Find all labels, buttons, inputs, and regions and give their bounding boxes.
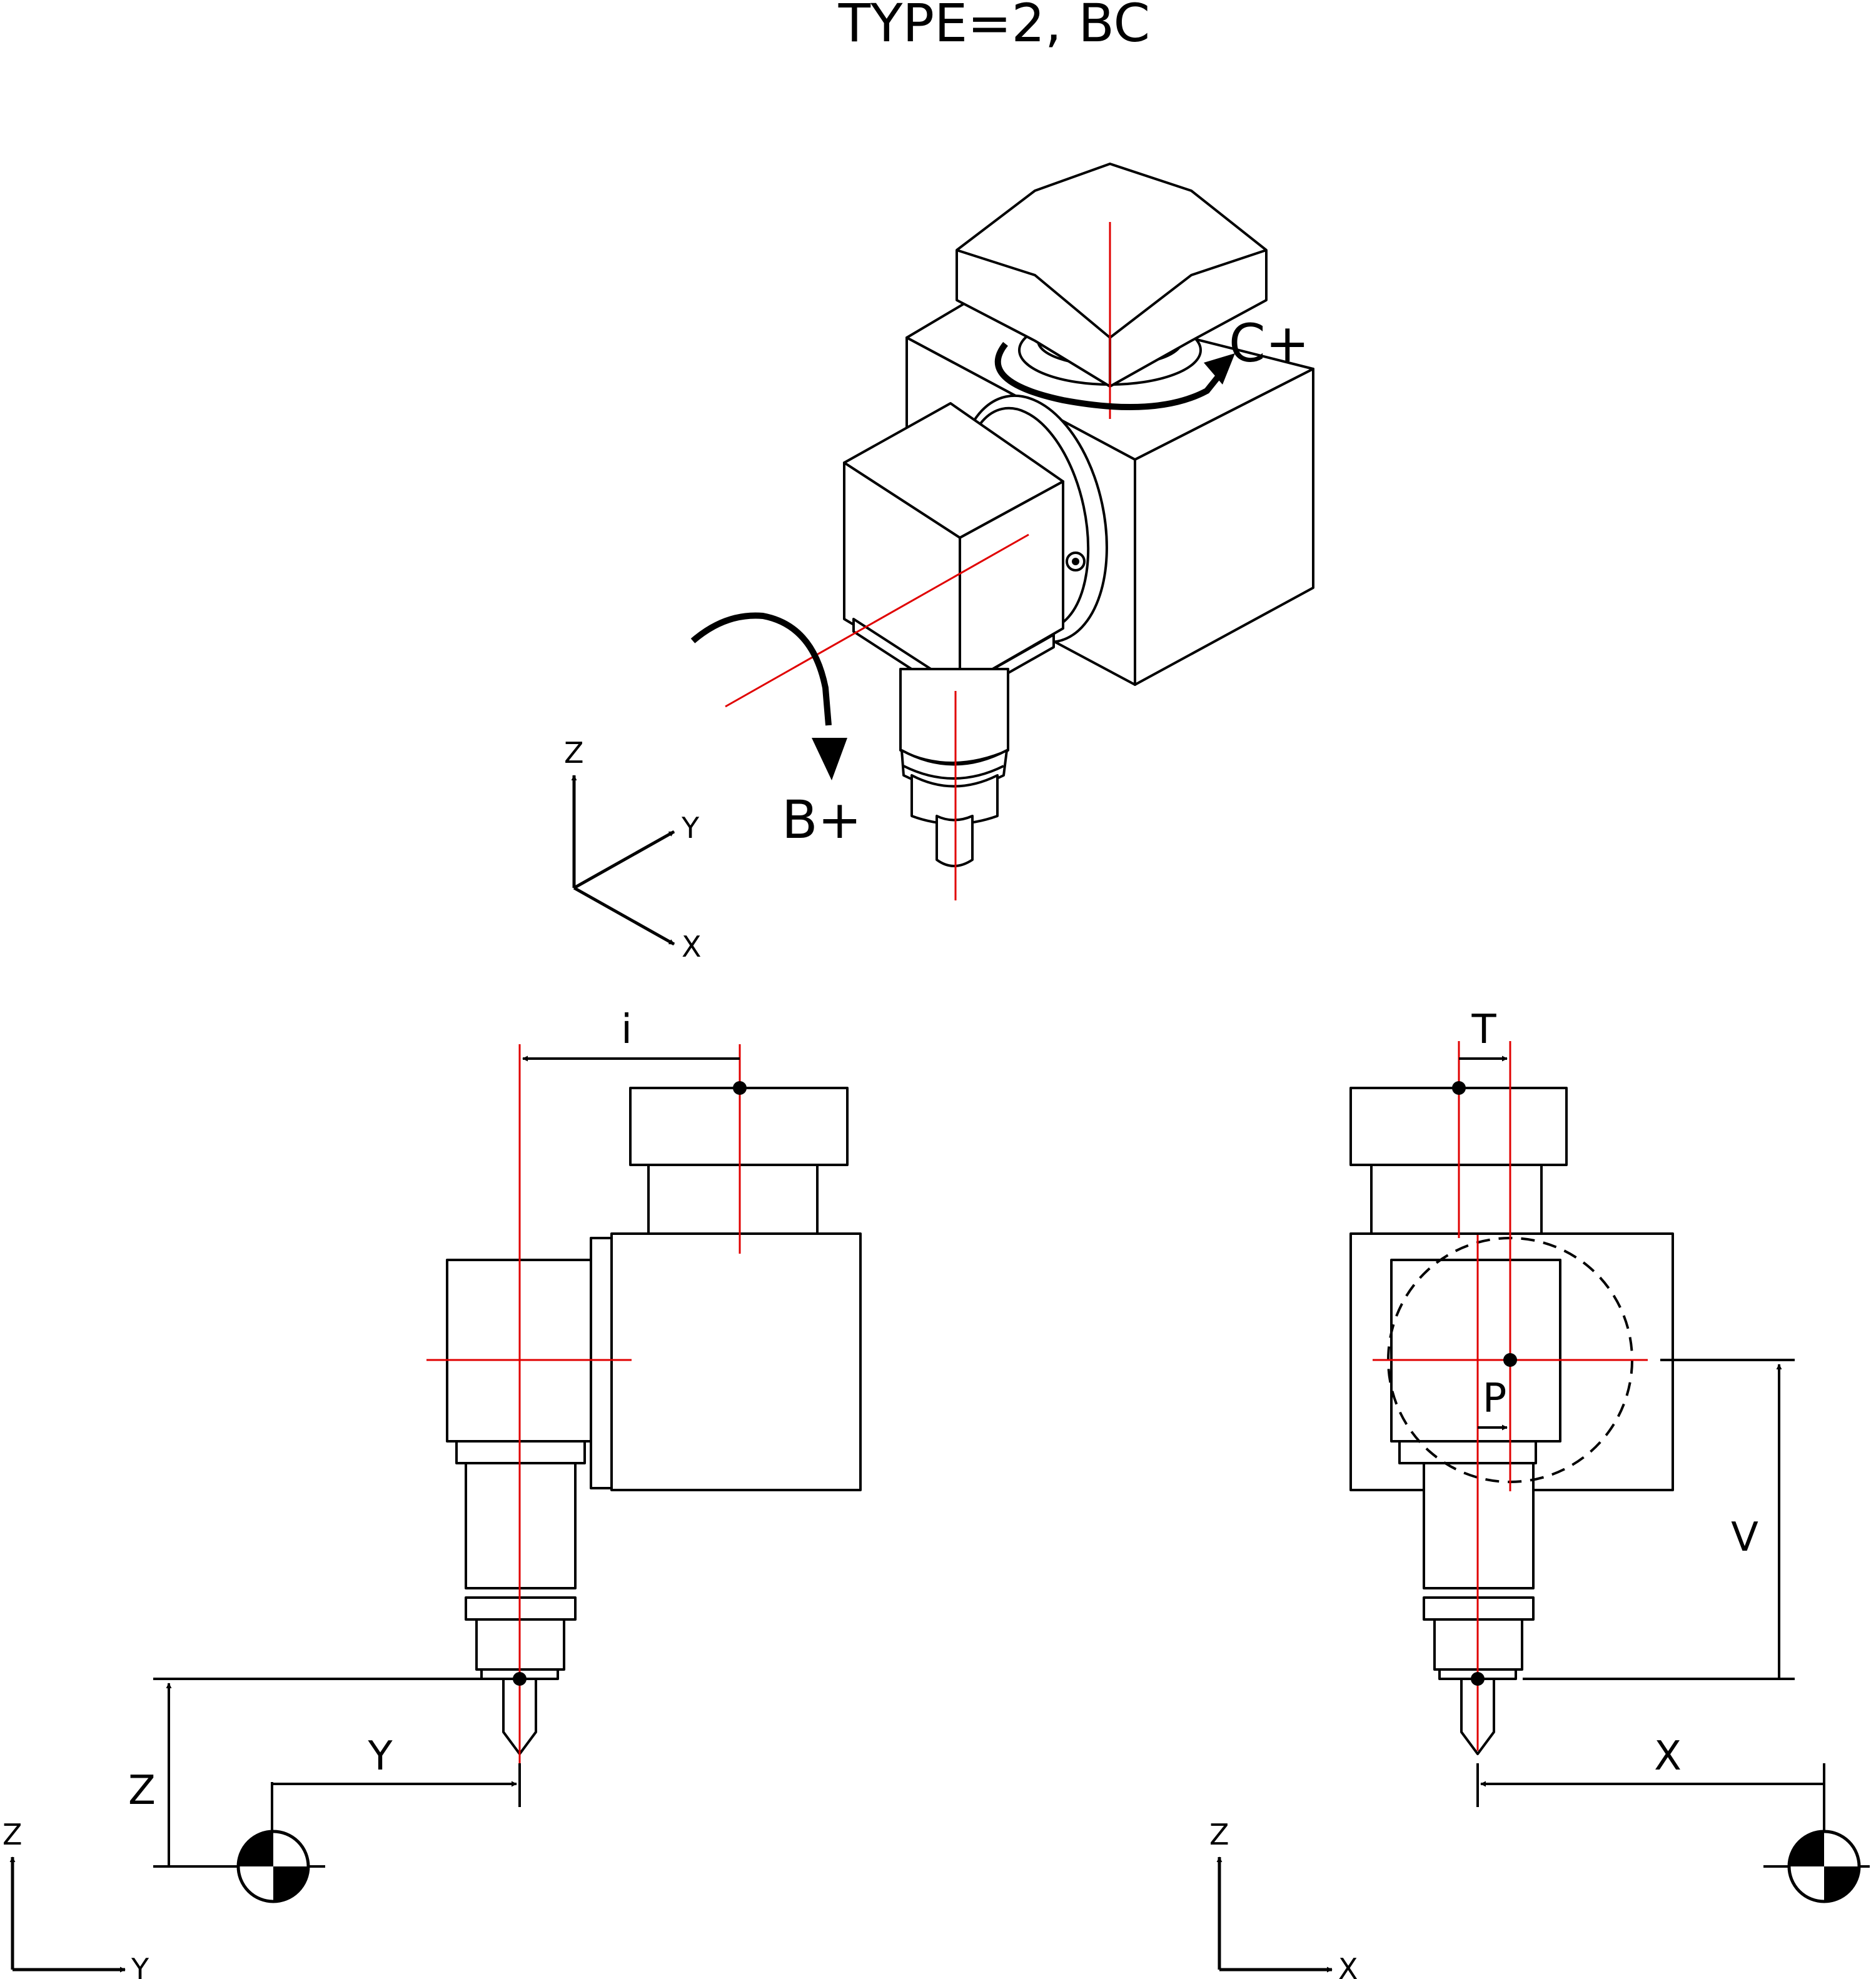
iso-x-label: X [682, 930, 702, 964]
front-datum-symbol [1763, 1830, 1870, 1903]
iso-y-label: Y [681, 811, 700, 845]
c-plus-label: C+ [1229, 313, 1309, 374]
c-arrowhead [1204, 353, 1235, 385]
b-rotation-arrow [690, 612, 832, 726]
z-dimension-label: Z [128, 1768, 156, 1814]
side-axis-y-label: Y [131, 1952, 149, 1979]
x-dimension-label: X [1654, 1733, 1682, 1780]
spindle-nose [899, 668, 1009, 867]
side-datum-symbol [153, 1830, 325, 1903]
side-tool-point [513, 1672, 527, 1686]
b-arrowhead [812, 738, 847, 780]
v-dimension-label: V [1731, 1514, 1758, 1561]
isometric-view: C+ B+ [564, 163, 1314, 964]
b-plus-label: B+ [782, 789, 862, 850]
tool-head-box [843, 402, 1064, 702]
front-tool-point [1471, 1672, 1485, 1686]
front-view: T P V X Z X [1209, 1007, 1870, 1979]
diagram-title: TYPE=2, BC [838, 0, 1150, 54]
c-rotation-arrow [994, 341, 1222, 411]
front-pivot-point [1503, 1353, 1517, 1367]
set-screw [1066, 551, 1086, 572]
side-axis-z-label: Z [3, 1818, 23, 1851]
side-axis-triad: Z Y [3, 1818, 149, 1979]
side-housing [610, 1232, 862, 1491]
front-axis-triad: Z X [1209, 1818, 1358, 1979]
iso-z-label: Z [564, 736, 584, 770]
front-axis-x-label: X [1338, 1952, 1358, 1979]
side-view: i Z Y Z Y [3, 1007, 862, 1979]
p-dimension-label: P [1483, 1376, 1507, 1422]
b-axis-centerline [725, 533, 1029, 708]
iso-axis-triad: Z Y X [564, 736, 702, 964]
side-rotary-plate [590, 1237, 613, 1489]
top-flange [956, 163, 1268, 388]
y-dimension-label: Y [367, 1733, 393, 1780]
front-axis-z-label: Z [1209, 1818, 1229, 1851]
t-dimension-label: T [1471, 1007, 1496, 1053]
i-dimension-label: i [621, 1007, 632, 1053]
front-tool-head [1390, 1259, 1561, 1443]
